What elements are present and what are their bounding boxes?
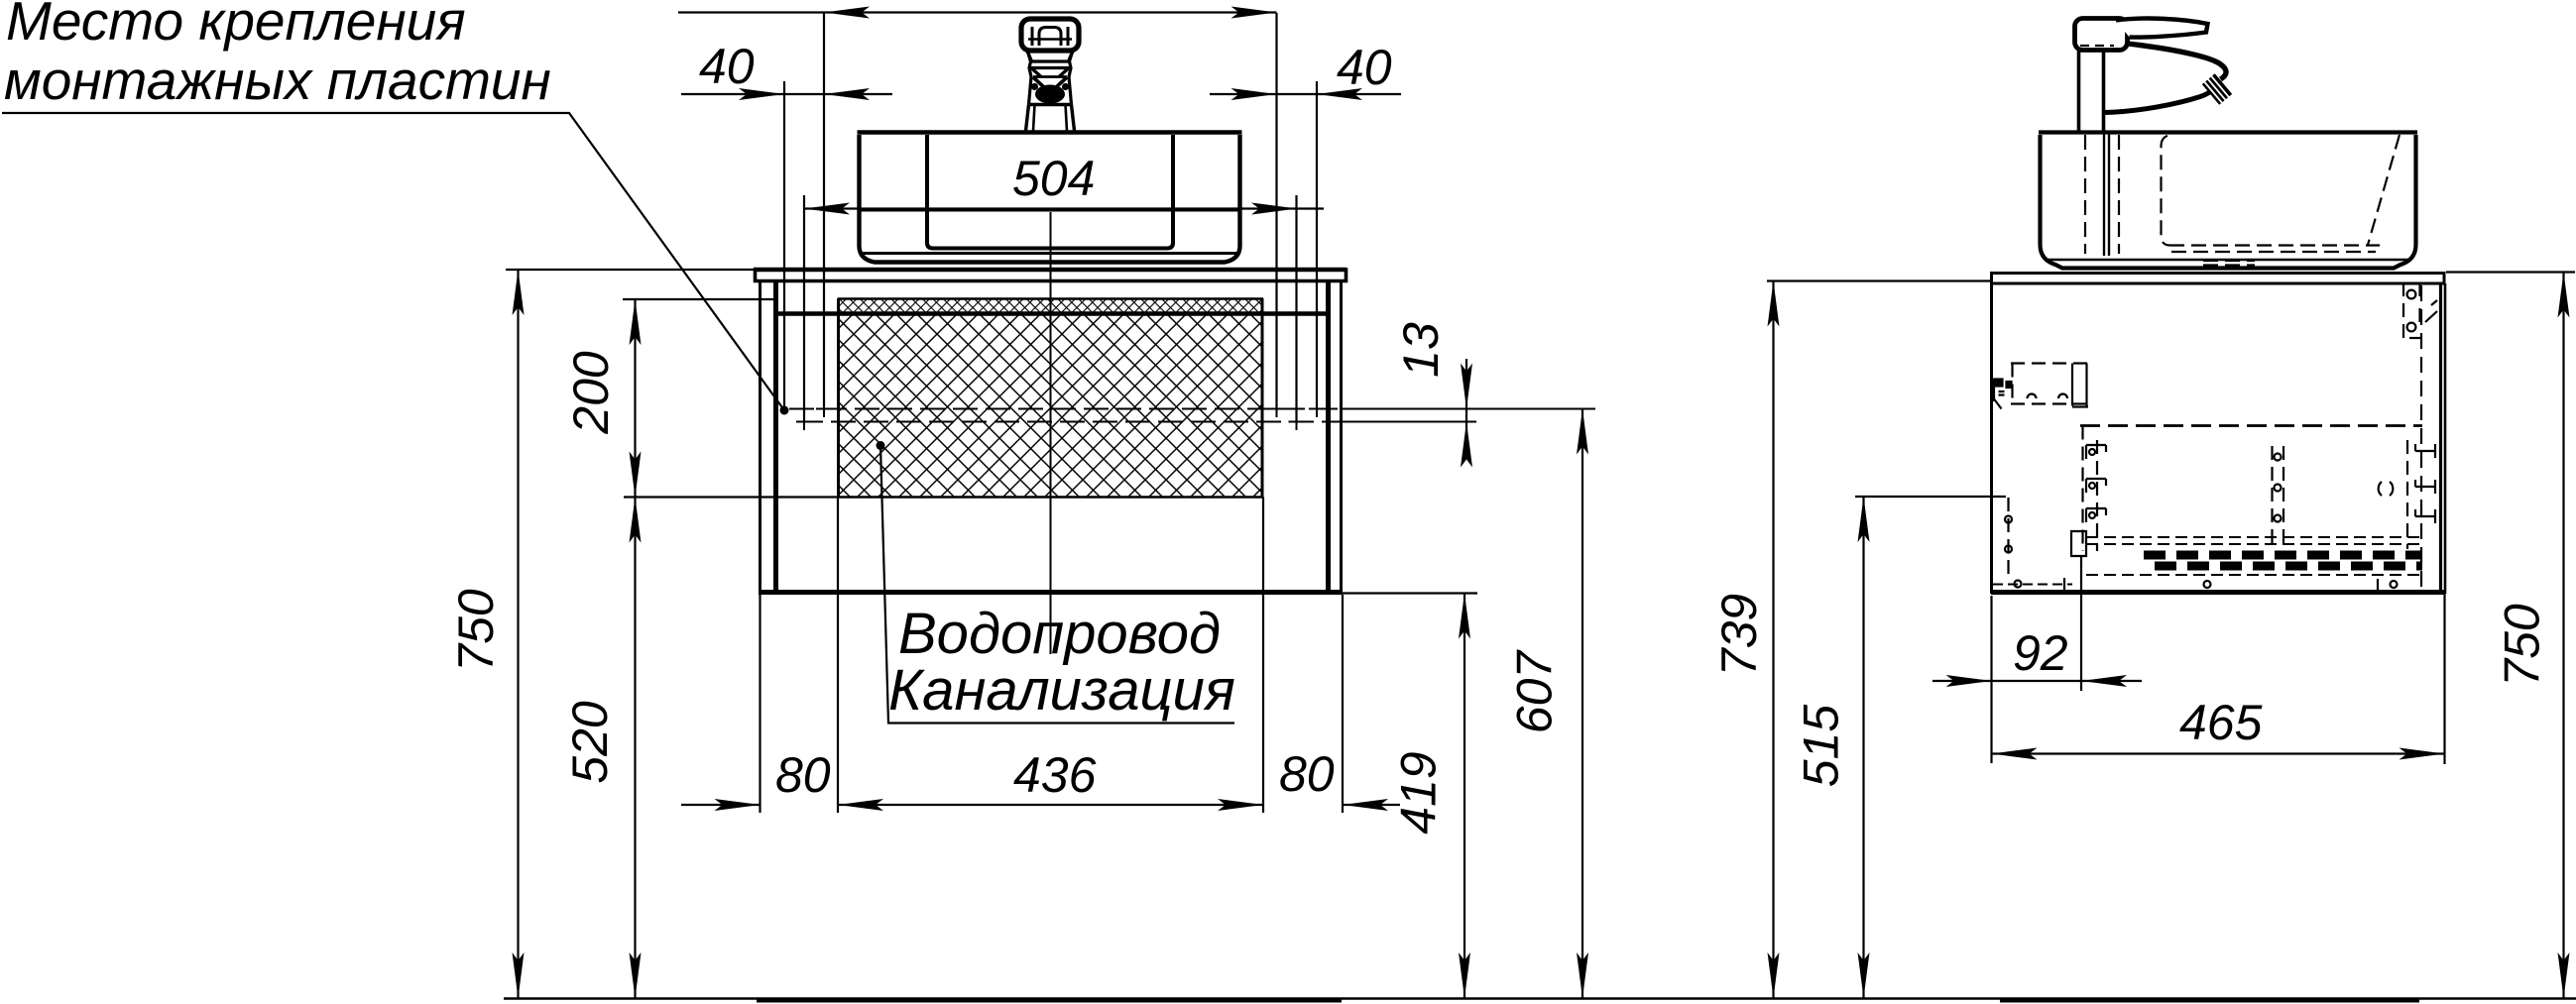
svg-text:Место крепления: Место крепления <box>6 0 466 52</box>
svg-text:80: 80 <box>1279 746 1335 802</box>
svg-text:монтажных пластин: монтажных пластин <box>4 50 551 111</box>
svg-text:750: 750 <box>448 589 504 672</box>
svg-text:607: 607 <box>1507 649 1563 734</box>
svg-text:750: 750 <box>2495 604 2550 687</box>
svg-text:13: 13 <box>1393 322 1449 378</box>
svg-text:739: 739 <box>1711 594 1767 676</box>
svg-text:Водопровод: Водопровод <box>898 602 1221 666</box>
svg-text:Канализация: Канализация <box>888 658 1235 723</box>
svg-text:40: 40 <box>1337 40 1392 95</box>
svg-text:80: 80 <box>775 747 831 803</box>
svg-text:465: 465 <box>2179 695 2263 750</box>
svg-text:504: 504 <box>1012 151 1095 206</box>
svg-text:520: 520 <box>562 701 618 784</box>
svg-text:40: 40 <box>699 39 755 94</box>
svg-text:419: 419 <box>1391 751 1447 834</box>
svg-text:92: 92 <box>2013 625 2068 681</box>
svg-text:515: 515 <box>1794 705 1849 788</box>
svg-text:200: 200 <box>563 351 619 435</box>
svg-text:436: 436 <box>1013 747 1097 803</box>
